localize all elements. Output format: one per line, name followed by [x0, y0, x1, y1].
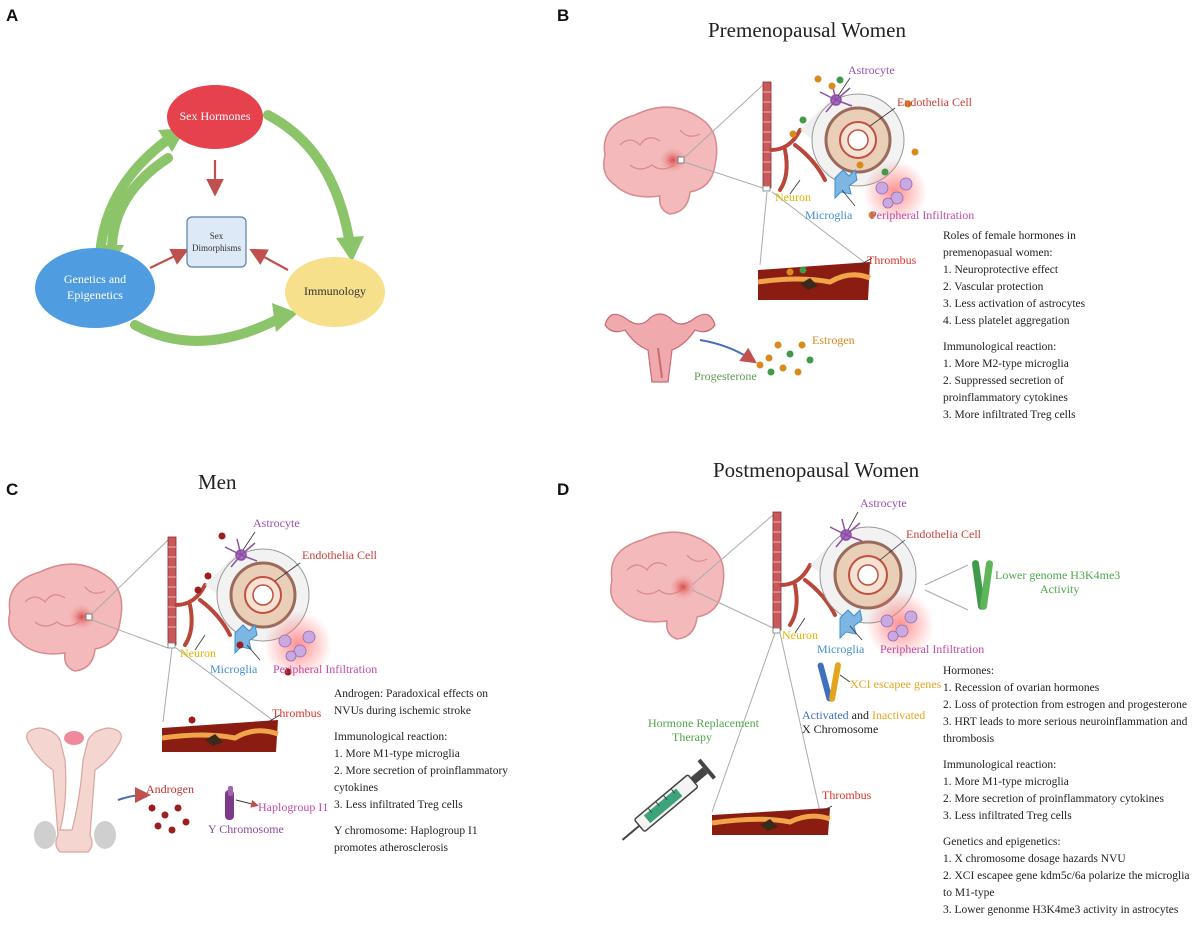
microglia-icon	[834, 168, 858, 200]
arrow-head-immunology	[336, 236, 364, 262]
arrow-hormones-to-immunology	[263, 110, 355, 250]
arrow-head-hormones-genetics	[100, 245, 124, 266]
astrocyte-label: Astrocyte	[253, 516, 300, 530]
hrt-label-line1: Hormone Replacement	[648, 716, 759, 730]
arrow-genetics-to-hormones	[95, 133, 175, 260]
genetics-label-line1: Genetics and	[63, 272, 127, 286]
androgen-dots	[148, 804, 190, 834]
syringe-icon	[621, 758, 717, 841]
thrombus-vessel	[758, 262, 870, 300]
red-arrows	[149, 160, 289, 271]
neuron-label: Neuron	[782, 628, 818, 642]
microglia-label: Microglia	[210, 662, 258, 676]
nvu-circle	[811, 93, 905, 187]
hrt-label-line2: Therapy	[672, 730, 712, 744]
brain-icon	[8, 563, 123, 672]
haplogroup-label: Haplogroup I1	[258, 800, 329, 814]
astrocyte-icon	[819, 83, 853, 113]
panel-b-text: Roles of female hormones in premenopasua…	[943, 230, 1086, 421]
arrow-head-genetics-hormones	[158, 128, 186, 152]
y-chromosome-icon	[225, 786, 234, 820]
thrombus-label: Thrombus	[272, 706, 322, 720]
endothelia-cell-label: Endothelia Cell	[906, 527, 981, 541]
arrow-head-genetics-immunology	[272, 303, 298, 332]
panel-label-b: B	[557, 6, 570, 25]
panel-b-title: Premenopausal Women	[708, 18, 906, 42]
sex-hormones-label: Sex Hormones	[179, 109, 251, 123]
thrombus-vessel	[162, 720, 278, 752]
peripheral-infiltration-label: Peripheral Infiltration	[880, 642, 985, 656]
astrocyte-icon	[829, 518, 863, 548]
astrocyte-label: Astrocyte	[848, 63, 895, 77]
arrow-genetics-to-immunology	[130, 313, 285, 346]
brain-icon	[610, 531, 725, 640]
vessel-column	[167, 536, 177, 646]
microglia-icon	[839, 608, 863, 640]
male-reproductive-icon	[26, 727, 122, 853]
immunology-label: Immunology	[304, 284, 366, 298]
peripheral-infiltration-label: Peripheral Infiltration	[273, 662, 378, 676]
activated-inactivated-label: Activated and Inactivated	[802, 708, 926, 722]
vessel-branches	[779, 563, 837, 627]
nvu-circle	[819, 526, 917, 624]
panel-d-text: Hormones: 1. Recession of ovarian hormon…	[943, 665, 1190, 916]
x-chromosome-icon	[817, 662, 841, 702]
thrombus-vessel	[712, 808, 830, 835]
x-chromosome-label: X Chromosome	[802, 722, 879, 736]
dimorphisms-label-line2: Dimorphisms	[191, 243, 241, 253]
hormone-dots-uterus	[756, 341, 814, 376]
panel-b-illustration	[603, 75, 927, 383]
panel-label-d: D	[557, 480, 570, 499]
genetics-label-line2: Epigenetics	[67, 288, 123, 302]
astrocyte-label: Astrocyte	[860, 496, 907, 510]
astrocyte-icon	[224, 538, 258, 568]
microglia-label: Microglia	[805, 208, 853, 222]
neuron-label: Neuron	[180, 646, 216, 660]
brain-icon	[603, 106, 718, 215]
endothelia-cell-label: Endothelia Cell	[897, 95, 972, 109]
thrombus-label: Thrombus	[867, 253, 917, 267]
vessel-column	[762, 81, 772, 189]
thrombus-label: Thrombus	[822, 788, 872, 802]
chromosome-h3k-icon	[972, 560, 993, 610]
green-cycle-arrows	[95, 110, 364, 346]
panel-c-title: Men	[198, 470, 237, 494]
androgen-label: Androgen	[146, 782, 194, 796]
peripheral-infiltration-label: Peripheral Infiltration	[870, 208, 975, 222]
vessel-column	[772, 511, 782, 631]
panel-label-a: A	[6, 6, 19, 25]
panel-c-text: Androgen: Paradoxical effects on NVUs du…	[334, 688, 509, 854]
panel-label-c: C	[6, 480, 19, 499]
vessel-branches	[769, 128, 827, 192]
nvu-circle	[216, 548, 310, 642]
xci-escapee-label: XCI escapee genes	[850, 677, 942, 691]
y-chromosome-label: Y Chromosome	[208, 822, 284, 836]
sex-dimorphisms-node	[186, 216, 247, 268]
endothelia-cell-label: Endothelia Cell	[302, 548, 377, 562]
arrow-hormones-to-genetics	[107, 153, 173, 255]
h3k-label-line1: Lower genome H3K4me3	[995, 568, 1121, 582]
panel-d-title: Postmenopausal Women	[713, 458, 920, 482]
microglia-label: Microglia	[817, 642, 865, 656]
progesterone-label: Progesterone	[694, 369, 757, 383]
dimorphisms-label-line1: Sex	[209, 231, 224, 241]
vessel-branches	[174, 583, 232, 647]
h3k-label-line2: Activity	[1040, 582, 1080, 596]
microglia-icon	[234, 623, 258, 655]
neuron-label: Neuron	[775, 190, 811, 204]
estrogen-label: Estrogen	[812, 333, 855, 347]
